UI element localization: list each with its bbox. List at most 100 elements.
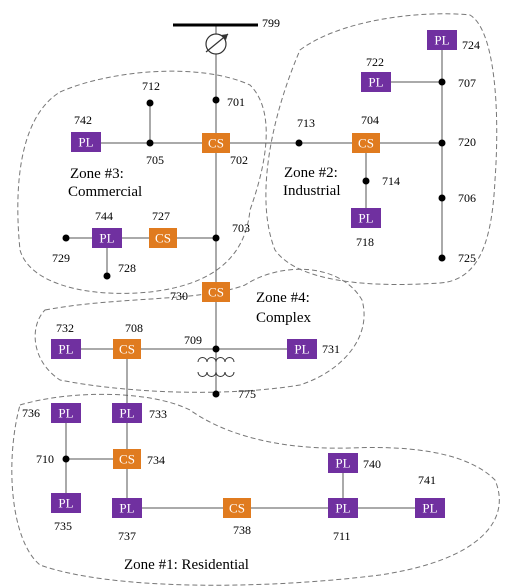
node-dot-701 <box>212 96 220 104</box>
svg-text:CS: CS <box>155 231 171 246</box>
label-710: 710 <box>36 452 54 466</box>
label-709: 709 <box>184 333 202 347</box>
cs-box-730: CS <box>202 282 230 302</box>
label-724: 724 <box>462 38 480 52</box>
label-703: 703 <box>232 221 250 235</box>
label-737: 737 <box>118 529 136 543</box>
label-718: 718 <box>356 235 374 249</box>
svg-text:CS: CS <box>208 285 224 300</box>
zone-2-label-line1: Zone #2: <box>284 165 338 181</box>
label-720: 720 <box>458 135 476 149</box>
pl-box-737: PL <box>112 498 142 518</box>
cs-box-734: CS <box>113 449 141 469</box>
pl-box-731: PL <box>287 339 317 359</box>
zone-3-label-line2: Commercial <box>68 184 142 200</box>
label-735: 735 <box>54 519 72 533</box>
label-701: 701 <box>227 95 245 109</box>
svg-text:PL: PL <box>434 33 449 48</box>
cs-box-738: CS <box>223 498 251 518</box>
node-dot-714 <box>362 177 370 185</box>
svg-text:PL: PL <box>294 342 309 357</box>
label-741: 741 <box>418 473 436 487</box>
svg-text:PL: PL <box>99 231 114 246</box>
node-dot-710 <box>62 455 70 463</box>
svg-text:PL: PL <box>358 211 373 226</box>
zone-2-boundary <box>265 13 498 285</box>
label-708: 708 <box>125 321 143 335</box>
node-dot-713 <box>295 139 303 147</box>
cs-boxes: CS CS CS CS CS CS CS <box>113 133 380 518</box>
label-704: 704 <box>361 113 379 127</box>
label-744: 744 <box>95 209 113 223</box>
pl-box-711: PL <box>328 498 358 518</box>
svg-text:CS: CS <box>229 501 245 516</box>
node-dot-712 <box>146 99 154 107</box>
node-dot-709 <box>212 345 220 353</box>
label-740: 740 <box>363 457 381 471</box>
svg-text:CS: CS <box>208 136 224 151</box>
zone-2-label-line2: Industrial <box>283 183 341 199</box>
label-730: 730 <box>170 289 188 303</box>
pl-box-735: PL <box>51 493 81 513</box>
svg-text:CS: CS <box>119 452 135 467</box>
label-727: 727 <box>152 209 170 223</box>
label-732: 732 <box>56 321 74 335</box>
cs-box-708: CS <box>113 339 141 359</box>
cs-box-727: CS <box>149 228 177 248</box>
svg-text:PL: PL <box>368 75 383 90</box>
pl-box-733: PL <box>112 403 142 423</box>
svg-text:PL: PL <box>422 501 437 516</box>
label-728: 728 <box>118 261 136 275</box>
svg-text:PL: PL <box>58 342 73 357</box>
pl-box-718: PL <box>351 208 381 228</box>
zone-1-label: Zone #1: Residential <box>124 557 249 573</box>
label-731: 731 <box>322 342 340 356</box>
cs-box-702: CS <box>202 133 230 153</box>
label-722: 722 <box>366 55 384 69</box>
label-705: 705 <box>146 153 164 167</box>
svg-text:CS: CS <box>358 136 374 151</box>
node-labels: 799 701 712 742 705 702 713 704 720 722 … <box>22 16 480 543</box>
node-dot-705 <box>146 139 154 147</box>
pl-box-722: PL <box>361 72 391 92</box>
label-711: 711 <box>333 529 351 543</box>
zone-boundaries <box>11 13 500 586</box>
label-775: 775 <box>238 387 256 401</box>
node-dot-728 <box>103 272 111 280</box>
node-dot-706 <box>438 194 446 202</box>
node-dot-707 <box>438 78 446 86</box>
label-725: 725 <box>458 251 476 265</box>
regulator-arrowhead <box>221 34 228 40</box>
label-706: 706 <box>458 191 476 205</box>
label-738: 738 <box>233 523 251 537</box>
transformer-icon <box>197 357 235 377</box>
label-707: 707 <box>458 76 476 90</box>
svg-text:PL: PL <box>78 135 93 150</box>
label-712: 712 <box>142 79 160 93</box>
pl-box-740: PL <box>328 453 358 473</box>
label-729: 729 <box>52 251 70 265</box>
zone-1-boundary <box>11 393 500 586</box>
pl-box-742: PL <box>71 132 101 152</box>
label-742: 742 <box>74 113 92 127</box>
svg-text:PL: PL <box>58 406 73 421</box>
zone-4-boundary <box>34 268 365 393</box>
label-713: 713 <box>297 116 315 130</box>
label-736: 736 <box>22 406 40 420</box>
substation-799 <box>173 23 258 55</box>
svg-text:PL: PL <box>58 496 73 511</box>
svg-text:CS: CS <box>119 342 135 357</box>
svg-text:PL: PL <box>119 501 134 516</box>
node-dot-720 <box>438 139 446 147</box>
node-dot-725 <box>438 254 446 262</box>
label-714: 714 <box>382 174 400 188</box>
bus-nodes <box>62 78 446 463</box>
zone-labels: Zone #3: Commercial Zone #2: Industrial … <box>68 165 341 573</box>
svg-text:PL: PL <box>335 501 350 516</box>
node-dot-703 <box>212 234 220 242</box>
zone-4-label-line2: Complex <box>256 310 311 326</box>
svg-text:PL: PL <box>335 456 350 471</box>
label-702: 702 <box>230 153 248 167</box>
node-dot-775 <box>212 390 220 398</box>
